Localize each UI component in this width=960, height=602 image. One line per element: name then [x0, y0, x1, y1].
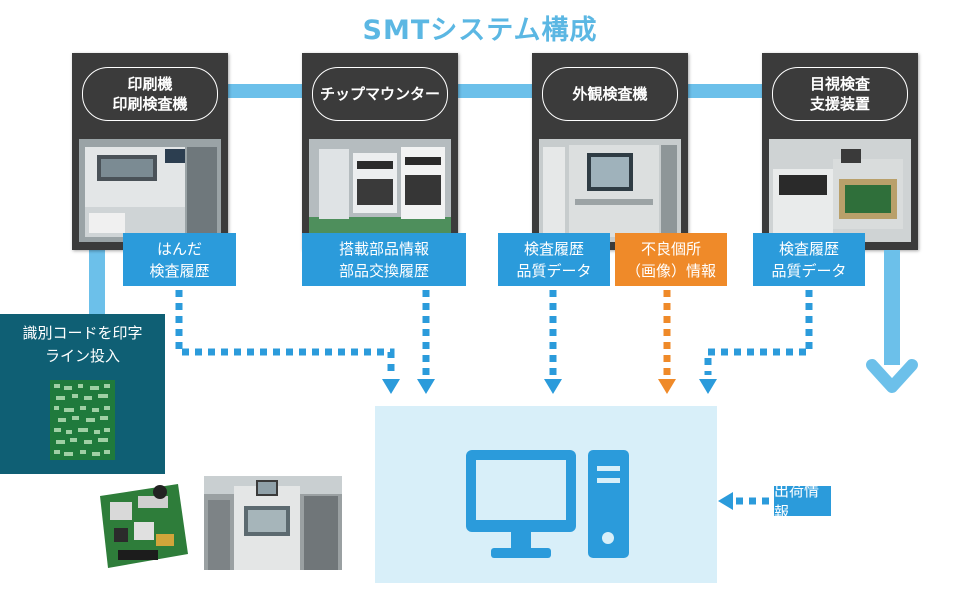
- visual-support-photo: [769, 139, 911, 242]
- tag-mounted-parts: 搭載部品情報 部品交換履歴: [302, 233, 466, 286]
- flow-line-visual: [704, 290, 813, 375]
- machine-label: 目視検査 支援装置: [772, 67, 908, 121]
- inspection-machine-photo: [539, 139, 681, 242]
- machine-printer: 印刷機 印刷検査機: [72, 53, 228, 250]
- arrow-head-1: [382, 379, 400, 394]
- arrow-head-shipping: [718, 492, 733, 510]
- machine-chip-mounter: チップマウンター: [302, 53, 458, 250]
- code-print-panel: 識別コードを印字 ライン投入: [0, 314, 165, 474]
- arrow-head-5: [699, 379, 717, 394]
- arrow-head-3: [544, 379, 562, 394]
- code-print-label: 識別コードを印字 ライン投入: [22, 324, 143, 365]
- tag-inspection-quality-1: 検査履歴 品質データ: [498, 233, 610, 286]
- flow-line-solder: [175, 290, 395, 375]
- diagram-title: SMTシステム構成: [362, 15, 598, 46]
- machine-label: 外観検査機: [542, 67, 678, 121]
- arrow-head-2: [417, 379, 435, 394]
- arrow-head-4: [658, 379, 676, 394]
- tag-solder-inspection: はんだ 検査履歴: [123, 233, 236, 286]
- tag-inspection-quality-2: 検査履歴 品質データ: [753, 233, 865, 286]
- tag-defect-image: 不良個所 （画像）情報: [615, 233, 727, 286]
- laser-marker-photo: [204, 476, 342, 570]
- left-flow-line: [89, 250, 105, 322]
- chip-mounter-photo: [309, 139, 451, 242]
- pcb-board-photo: [94, 476, 192, 572]
- right-flow-arrow-head: [866, 359, 918, 393]
- matrix-code-icon: [50, 380, 115, 460]
- machine-inspection: 外観検査機: [532, 53, 688, 250]
- printer-machine-photo: [79, 139, 221, 242]
- machine-visual-support: 目視検査 支援装置: [762, 53, 918, 250]
- shipping-info-tag: 出荷情報: [774, 482, 831, 521]
- right-flow-line: [884, 250, 900, 365]
- computer-icon: [466, 450, 629, 558]
- machine-label: チップマウンター: [312, 67, 448, 121]
- management-server-box: [375, 406, 717, 583]
- machine-label: 印刷機 印刷検査機: [82, 67, 218, 121]
